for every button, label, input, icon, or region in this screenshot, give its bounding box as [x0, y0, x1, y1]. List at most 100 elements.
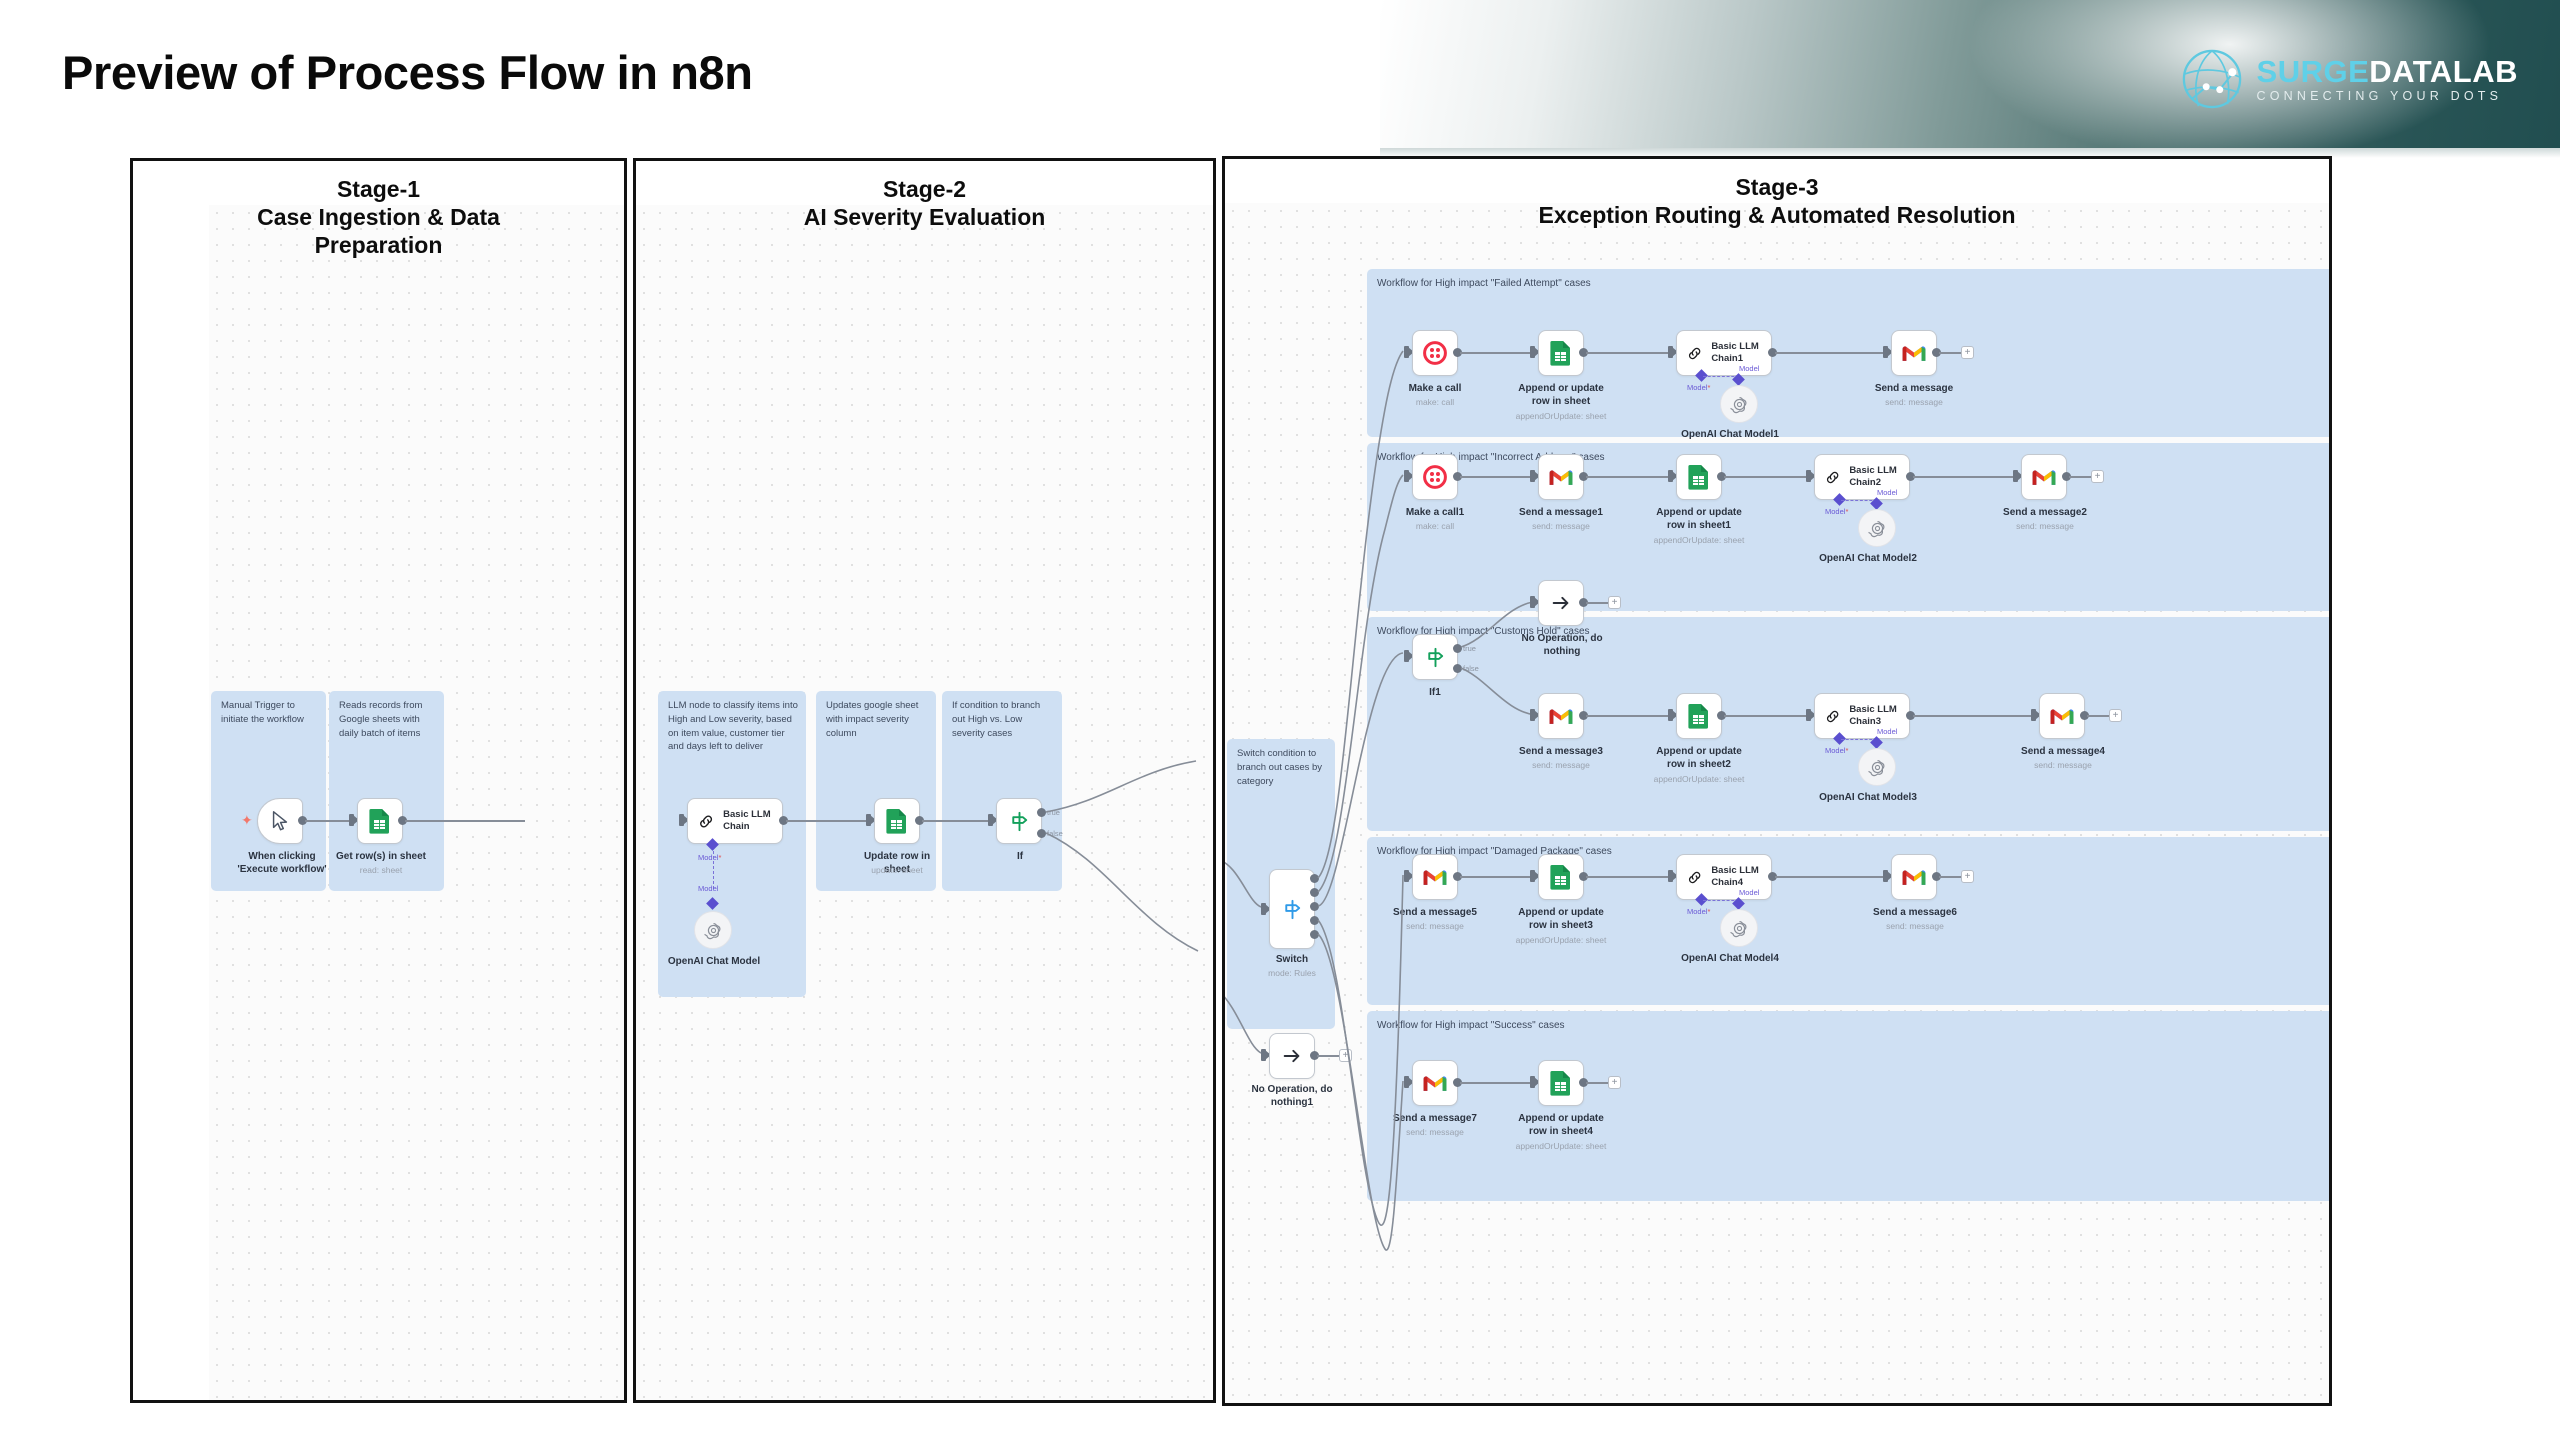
output-port-false[interactable] [1037, 829, 1046, 838]
input-port[interactable] [1668, 346, 1678, 358]
input-port[interactable] [1404, 470, 1414, 482]
add-node-button[interactable]: + [1608, 1076, 1621, 1089]
input-port[interactable] [1668, 870, 1678, 882]
switch-output-port-3[interactable] [1310, 916, 1319, 925]
add-node-button[interactable]: + [2091, 470, 2104, 483]
node-send-a-message6[interactable] [1891, 854, 1937, 900]
output-port[interactable] [2080, 711, 2089, 720]
input-port[interactable] [1404, 650, 1414, 662]
node-append-update-row-sheet4[interactable] [1538, 1060, 1584, 1106]
input-port[interactable] [1404, 1076, 1414, 1088]
sticky-note-llm-classify[interactable]: LLM node to classify items into High and… [658, 691, 806, 997]
node-basic-llm-chain[interactable]: Basic LLM Chain [687, 798, 783, 844]
output-port[interactable] [1579, 348, 1588, 357]
output-port-true[interactable] [1037, 808, 1046, 817]
node-append-update-row[interactable] [1538, 330, 1584, 376]
input-port[interactable] [1530, 470, 1540, 482]
input-port[interactable] [1530, 596, 1540, 608]
switch-output-port-1[interactable] [1310, 888, 1319, 897]
input-port[interactable] [1668, 709, 1678, 721]
node-openai-chat-model3[interactable] [1858, 748, 1896, 786]
input-port[interactable] [1261, 1049, 1271, 1061]
node-append-update-row-sheet3[interactable] [1538, 854, 1584, 900]
switch-output-port-2[interactable] [1310, 902, 1319, 911]
node-get-rows-in-sheet[interactable] [357, 798, 403, 844]
sticky-note-manual-trigger[interactable]: Manual Trigger to initiate the workflow [211, 691, 326, 891]
input-port[interactable] [1530, 346, 1540, 358]
input-port[interactable] [1668, 470, 1678, 482]
output-port[interactable] [1453, 872, 1462, 881]
output-port-true[interactable] [1453, 644, 1462, 653]
output-port[interactable] [1932, 348, 1941, 357]
add-node-button[interactable]: + [1961, 870, 1974, 883]
node-openai-chat-model[interactable] [694, 911, 732, 949]
add-node-button[interactable]: + [2109, 709, 2122, 722]
node-basic-llm-chain4[interactable]: Basic LLM Chain4 [1676, 854, 1772, 900]
node-if[interactable] [996, 798, 1042, 844]
sticky-note-if-branch[interactable]: If condition to branch out High vs. Low … [942, 691, 1062, 891]
output-port[interactable] [1579, 1078, 1588, 1087]
input-port[interactable] [866, 814, 876, 826]
input-port[interactable] [1530, 870, 1540, 882]
output-port[interactable] [915, 816, 924, 825]
node-if1[interactable] [1412, 634, 1458, 680]
input-port[interactable] [349, 814, 359, 826]
sticky-note-get-rows[interactable]: Reads records from Google sheets with da… [329, 691, 444, 891]
input-port[interactable] [1404, 870, 1414, 882]
input-port[interactable] [1261, 903, 1271, 915]
node-switch[interactable] [1269, 869, 1315, 949]
output-port[interactable] [1932, 872, 1941, 881]
input-port[interactable] [1530, 709, 1540, 721]
output-port[interactable] [1579, 711, 1588, 720]
node-send-a-message4[interactable] [2039, 693, 2085, 739]
output-port[interactable] [1717, 472, 1726, 481]
output-port[interactable] [2062, 472, 2071, 481]
input-port[interactable] [1883, 346, 1893, 358]
sticky-note-workflow-damaged-package[interactable]: Workflow for High impact "Damaged Packag… [1367, 837, 2329, 1005]
node-send-a-message2[interactable] [2021, 454, 2067, 500]
node-basic-llm-chain2[interactable]: Basic LLM Chain2 [1814, 454, 1910, 500]
input-port[interactable] [1883, 870, 1893, 882]
switch-output-port-0[interactable] [1310, 874, 1319, 883]
node-send-a-message5[interactable] [1412, 854, 1458, 900]
switch-output-port-4[interactable] [1310, 930, 1319, 939]
output-port[interactable] [1768, 348, 1777, 357]
input-port[interactable] [1806, 470, 1816, 482]
sticky-note-workflow-success[interactable]: Workflow for High impact "Success" cases [1367, 1011, 2329, 1201]
output-port[interactable] [1453, 1078, 1462, 1087]
input-port[interactable] [1404, 346, 1414, 358]
output-port[interactable] [1453, 348, 1462, 357]
node-send-a-message7[interactable] [1412, 1060, 1458, 1106]
output-port[interactable] [1906, 472, 1915, 481]
node-basic-llm-chain1[interactable]: Basic LLM Chain1 [1676, 330, 1772, 376]
node-append-update-row-sheet1[interactable] [1676, 454, 1722, 500]
output-port[interactable] [1453, 472, 1462, 481]
output-port[interactable] [1717, 711, 1726, 720]
input-port[interactable] [1530, 1076, 1540, 1088]
input-port[interactable] [988, 814, 998, 826]
node-openai-chat-model2[interactable] [1858, 509, 1896, 547]
add-node-button[interactable]: + [1608, 596, 1621, 609]
output-port[interactable] [298, 816, 307, 825]
add-node-button[interactable]: + [1961, 346, 1974, 359]
node-manual-trigger[interactable] [257, 798, 303, 844]
input-port[interactable] [2031, 709, 2041, 721]
node-no-operation-1[interactable] [1269, 1033, 1315, 1079]
node-append-update-row-sheet2[interactable] [1676, 693, 1722, 739]
output-port[interactable] [1310, 1051, 1319, 1060]
input-port[interactable] [2013, 470, 2023, 482]
input-port[interactable] [1806, 709, 1816, 721]
output-port-false[interactable] [1453, 664, 1462, 673]
node-update-row-in-sheet[interactable] [874, 798, 920, 844]
node-basic-llm-chain3[interactable]: Basic LLM Chain3 [1814, 693, 1910, 739]
node-send-a-message1[interactable] [1538, 454, 1584, 500]
node-openai-chat-model4[interactable] [1720, 909, 1758, 947]
node-send-a-message3[interactable] [1538, 693, 1584, 739]
output-port[interactable] [1579, 598, 1588, 607]
add-node-button[interactable]: + [1339, 1049, 1352, 1062]
node-no-operation[interactable] [1538, 580, 1584, 626]
node-send-a-message[interactable] [1891, 330, 1937, 376]
output-port[interactable] [1579, 472, 1588, 481]
input-port[interactable] [679, 814, 689, 826]
node-make-a-call1[interactable] [1412, 454, 1458, 500]
